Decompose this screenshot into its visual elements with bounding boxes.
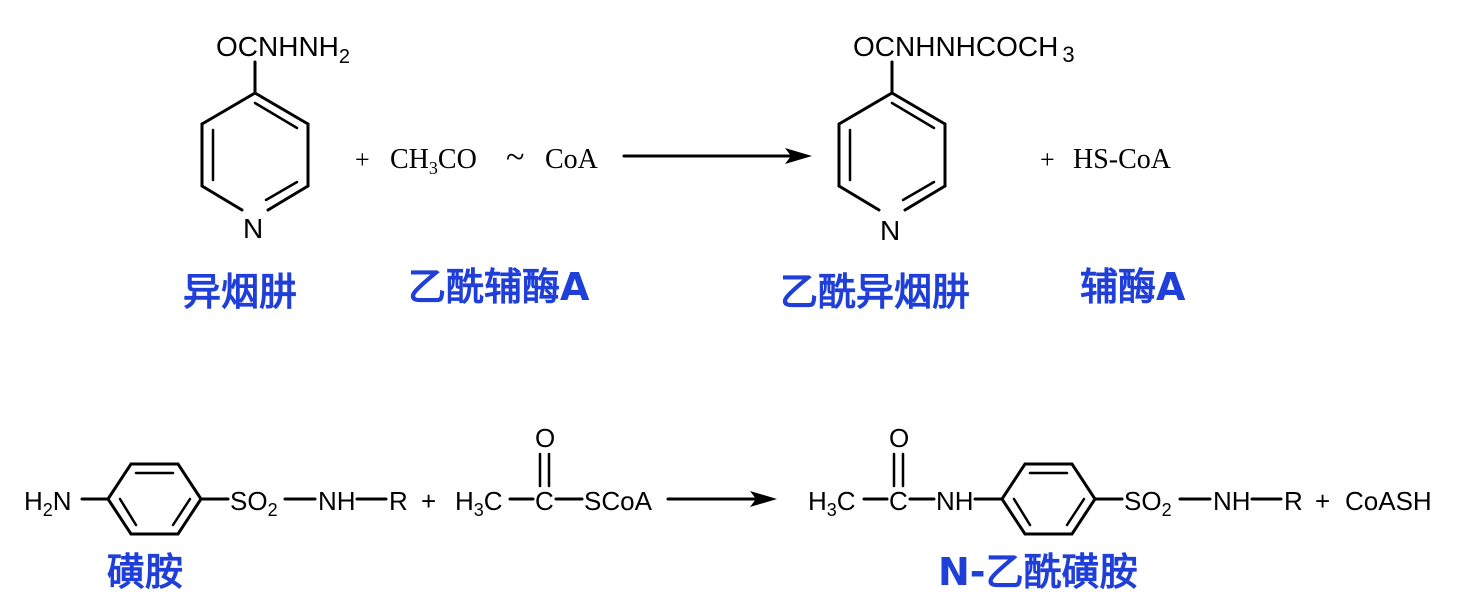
acetylisoniazid-ring-nitrogen: N — [880, 215, 900, 246]
label-acetyl-coa: 乙酰辅酶A — [408, 265, 590, 309]
acetyl-methyl-group: H3C — [455, 486, 503, 520]
product-benzene-ring — [1000, 462, 1097, 536]
product-r: R — [1284, 486, 1303, 516]
label-acetylisoniazid: 乙酰异烟肼 — [780, 270, 970, 314]
scoa-group: SCoA — [584, 486, 653, 516]
isoniazid-ring-nitrogen: N — [243, 213, 263, 244]
plus-sign-3: + — [421, 486, 436, 516]
reaction-arrow-2 — [666, 491, 777, 507]
sulfonamide-nh: NH — [318, 486, 356, 516]
sulfonyl-group: SO2 — [230, 486, 278, 520]
label-isoniazid: 异烟肼 — [183, 270, 297, 314]
hs-coa-formula: HS-CoA — [1073, 144, 1172, 175]
isoniazid-group-text: OCNHNH2 — [216, 31, 350, 68]
sulfonamide-r: R — [389, 486, 408, 516]
plus-sign-2: + — [1040, 145, 1055, 174]
plus-sign-1: + — [355, 145, 370, 174]
reaction-arrow-1 — [622, 148, 812, 164]
product-sulfonyl-group: SO2 — [1124, 486, 1172, 520]
label-n-acetylsulfonamide: N-乙酰磺胺 — [938, 550, 1138, 594]
label-coa: 辅酶A — [1080, 265, 1186, 309]
product-carbonyl-oxygen: O — [889, 423, 909, 453]
plus-sign-4: + — [1315, 486, 1330, 516]
product-sulfonamide-nh: NH — [1213, 486, 1251, 516]
product-carbonyl-carbon: C — [889, 486, 908, 516]
coash-formula: CoASH — [1345, 486, 1432, 516]
product-amide-nh: NH — [936, 486, 974, 516]
thioester-tilde: ~ — [506, 139, 524, 176]
acetyl-coa-formula: CH3CO — [390, 144, 477, 178]
label-sulfonamide: 磺胺 — [107, 550, 183, 594]
sulfonamide-benzene-ring — [106, 462, 203, 536]
isoniazid-pyridine-ring — [200, 91, 310, 212]
acetyl-coa-coa: CoA — [545, 144, 599, 175]
sulfonamide-amino-group: H2N — [24, 486, 72, 520]
acetyl-carbonyl-oxygen: O — [535, 423, 555, 453]
acetylisoniazid-pyridine-ring — [837, 91, 947, 212]
acetyl-carbonyl-carbon: C — [535, 486, 554, 516]
product-methyl-group: H3C — [808, 486, 856, 520]
